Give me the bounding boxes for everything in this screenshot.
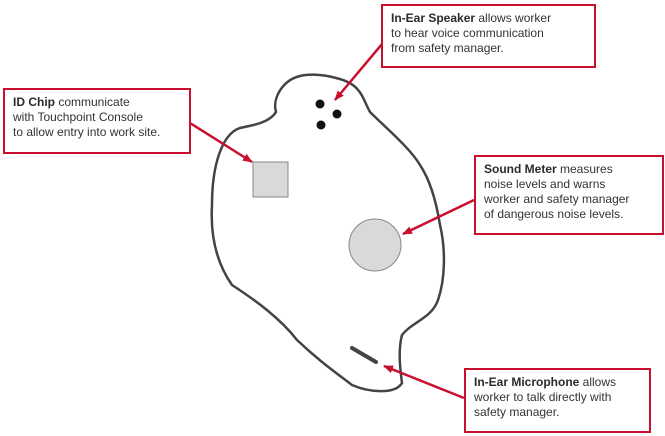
callout-line: noise levels and warns bbox=[484, 177, 606, 191]
speaker-arrow bbox=[334, 43, 383, 101]
chip-arrow bbox=[189, 121, 253, 164]
callout-sound-meter: Sound Meter measures noise levels and wa… bbox=[474, 155, 664, 235]
callout-text: communicate bbox=[55, 95, 130, 109]
callout-line: safety manager. bbox=[474, 405, 560, 419]
callout-text: measures bbox=[556, 162, 613, 176]
callout-line: to hear voice communication bbox=[391, 26, 544, 40]
callout-line: ID Chip communicate bbox=[13, 95, 181, 110]
speaker-hole bbox=[316, 120, 326, 130]
callout-term: ID Chip bbox=[13, 95, 55, 109]
speaker-hole bbox=[315, 99, 325, 109]
id-chip bbox=[252, 161, 289, 198]
sound-meter bbox=[348, 218, 402, 272]
callout-in-ear-speaker: In-Ear Speaker allows worker to hear voi… bbox=[381, 4, 596, 68]
callout-id-chip: ID Chip communicate with Touchpoint Cons… bbox=[3, 88, 191, 154]
callout-text: allows worker bbox=[475, 11, 552, 25]
mic-arrow bbox=[383, 364, 465, 400]
microphone-slot bbox=[350, 346, 378, 364]
meter-arrow bbox=[402, 198, 475, 236]
callout-text: allows bbox=[579, 375, 617, 389]
callout-in-ear-microphone: In-Ear Microphone allows worker to talk … bbox=[464, 368, 651, 433]
callout-line: In-Ear Speaker allows worker bbox=[391, 11, 586, 26]
speaker-hole bbox=[332, 109, 342, 119]
callout-line: with Touchpoint Console bbox=[13, 110, 143, 124]
callout-term: In-Ear Microphone bbox=[474, 375, 580, 389]
callout-line: Sound Meter measures bbox=[484, 162, 654, 177]
callout-line: In-Ear Microphone allows bbox=[474, 375, 641, 390]
callout-line: of dangerous noise levels. bbox=[484, 207, 624, 221]
callout-term: Sound Meter bbox=[484, 162, 557, 176]
earpiece-outline bbox=[210, 73, 446, 393]
callout-line: from safety manager. bbox=[391, 41, 504, 55]
callout-line: worker and safety manager bbox=[484, 192, 630, 206]
callout-line: to allow entry into work site. bbox=[13, 125, 161, 139]
callout-line: worker to talk directly with bbox=[474, 390, 612, 404]
callout-term: In-Ear Speaker bbox=[391, 11, 476, 25]
